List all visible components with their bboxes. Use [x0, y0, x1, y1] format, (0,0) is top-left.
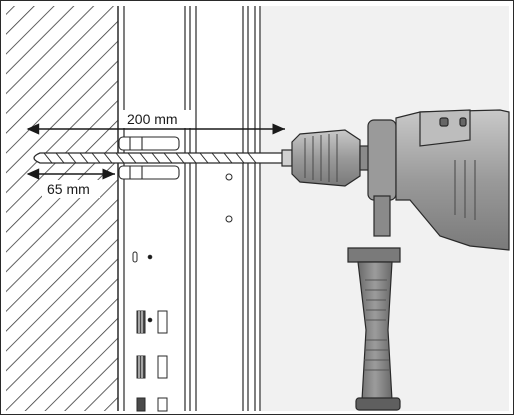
dimension-label-200: 200 mm: [127, 111, 178, 127]
wall: [6, 6, 119, 411]
drill-bit: [33, 152, 291, 164]
dimension-drill-bit-length: 200 mm: [26, 110, 285, 135]
hammer-drill: [281, 109, 510, 411]
dimension-anchor-depth: 65 mm: [26, 168, 115, 198]
profile-slots: [132, 251, 168, 412]
dimension-label-65: 65 mm: [47, 181, 90, 197]
wall-anchor: [118, 136, 180, 180]
cabinet-profile: [123, 6, 261, 411]
